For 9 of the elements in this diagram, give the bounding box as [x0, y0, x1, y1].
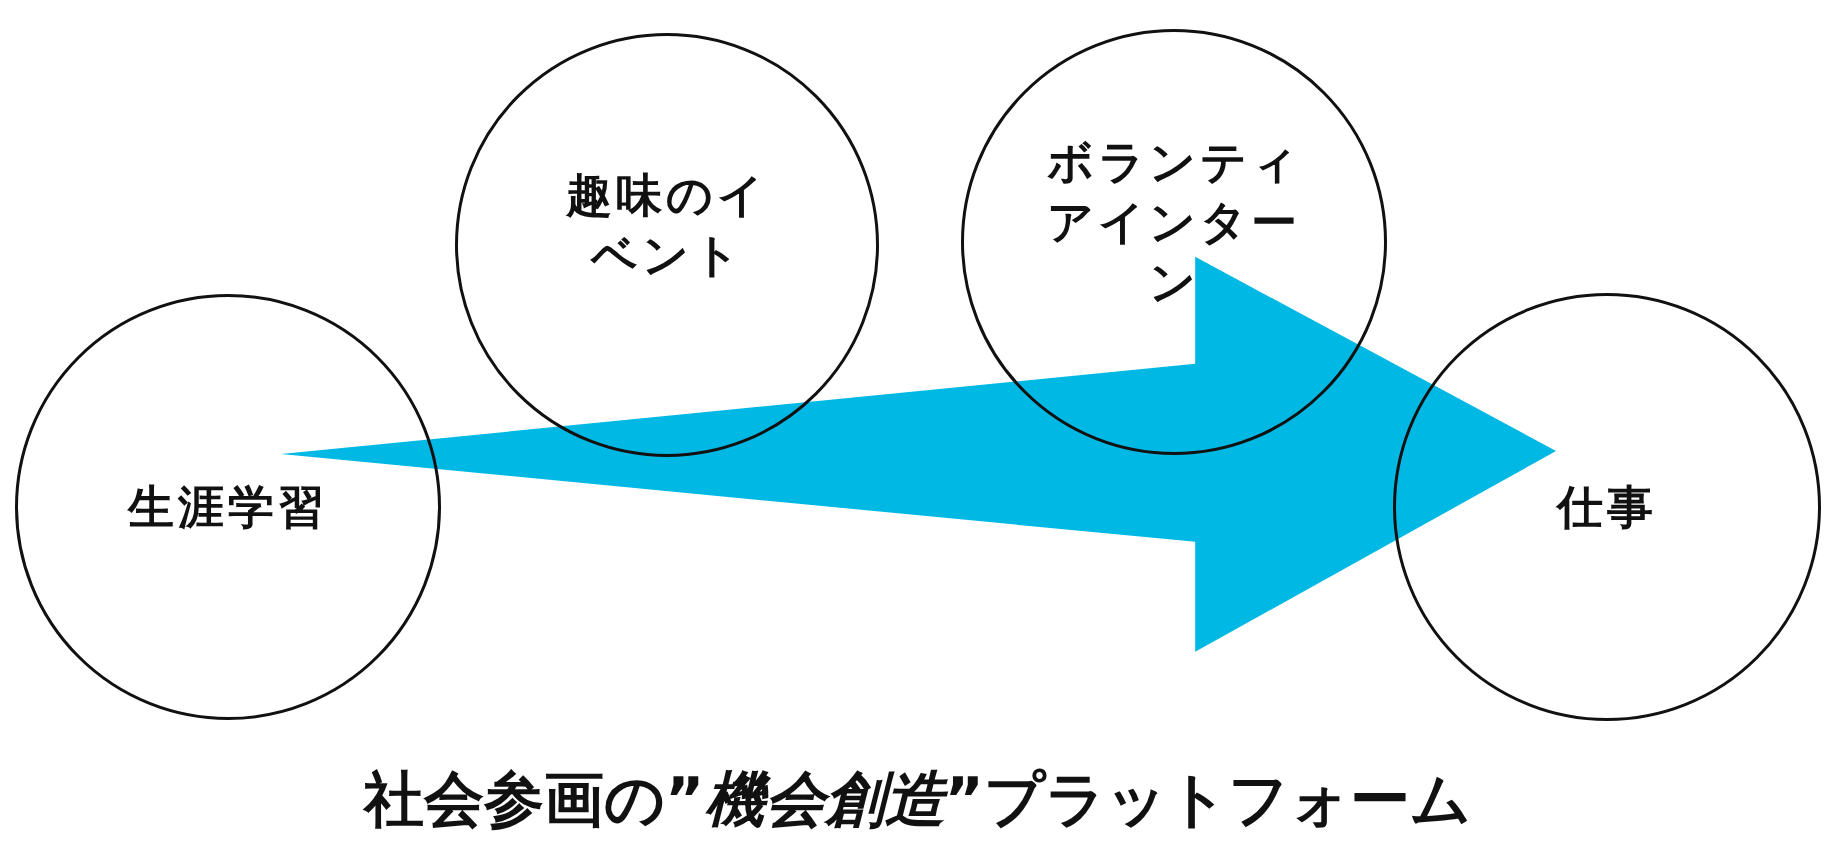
circle-label: ボランティアインターン: [1045, 134, 1303, 311]
circle: [961, 29, 1387, 455]
circle: [1393, 293, 1821, 721]
circle: [15, 294, 441, 720]
circle-label: 仕事: [1555, 479, 1658, 536]
circle: [455, 33, 879, 457]
title: 社会参画の”機会創造”プラットフォーム: [364, 764, 1471, 834]
circle-label: 趣味のイベント: [565, 167, 769, 284]
circle-label: 生涯学習: [126, 479, 329, 536]
